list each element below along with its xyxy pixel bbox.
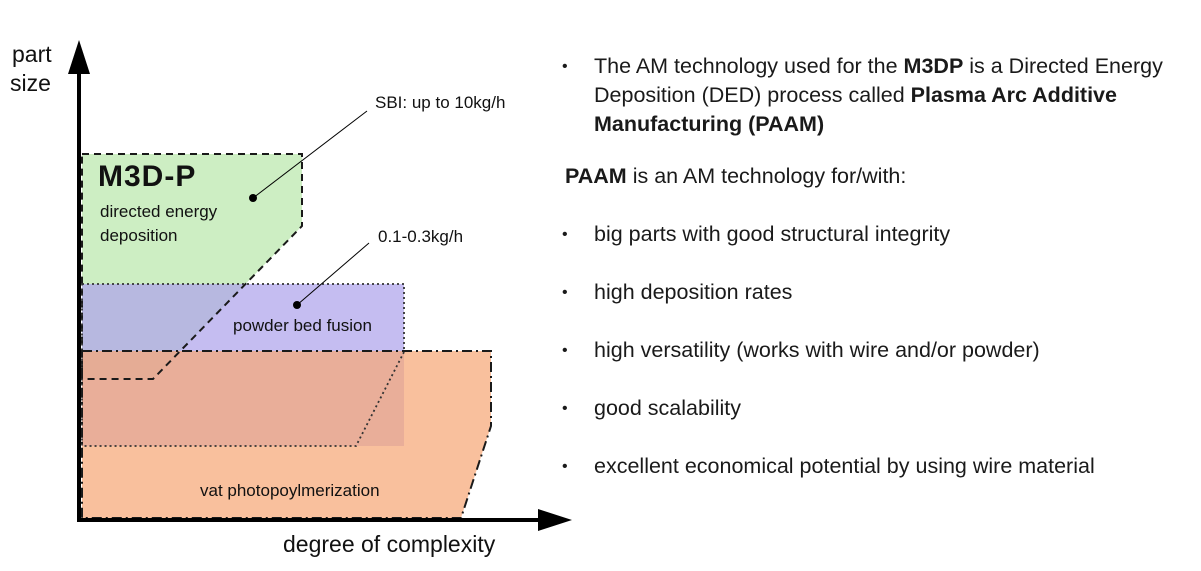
vat-region-outline <box>81 350 492 519</box>
powder-callout-dot <box>293 301 301 309</box>
x-axis-label: degree of complexity <box>283 531 496 557</box>
feature-bullet: • high deposition rates <box>562 278 1192 307</box>
sbi-callout-text: SBI: up to 10kg/h <box>375 93 505 112</box>
am-technology-diagram: part size degree of complexity M3D-P dir… <box>10 40 572 557</box>
intro-text: The AM technology used for the M3DP is a… <box>594 52 1192 139</box>
bullet-dot: • <box>562 284 568 301</box>
x-axis-arrow <box>538 509 572 531</box>
bullet-dot: • <box>562 458 568 475</box>
bullet-dot: • <box>562 58 568 75</box>
powder-callout-text: 0.1-0.3kg/h <box>378 227 463 246</box>
y-axis-arrow <box>68 40 90 74</box>
m3dp-logo: M3D-P <box>98 160 196 193</box>
feature-bullet: • big parts with good structural integri… <box>562 220 1192 249</box>
intro-m3dp: M3DP <box>903 54 964 78</box>
intro-paam-full: Plasma Arc Additive Manufacturing (PAAM) <box>594 83 1117 136</box>
sbi-callout-line <box>252 110 368 199</box>
vat-region <box>82 351 491 518</box>
sbi-callout-dot <box>249 194 257 202</box>
paam-heading-rest: is an AM technology for/with: <box>626 164 907 188</box>
paam-heading-bold: PAAM <box>565 164 627 188</box>
feature-bullet: • excellent economical potential by usin… <box>562 452 1192 481</box>
feature-text: big parts with good structural integrity <box>594 222 951 246</box>
y-axis-label-line1: part <box>12 41 52 67</box>
powder-callout-line <box>296 242 370 306</box>
description-panel: • The AM technology used for the M3DP is… <box>562 52 1192 481</box>
bullet-dot: • <box>562 342 568 359</box>
intro-part2: is a Directed Energy Deposition (DED) pr… <box>594 54 1163 107</box>
intro-part1: The AM technology used for the <box>594 54 904 78</box>
feature-bullet: • good scalability <box>562 394 1192 423</box>
bullet-dot: • <box>562 400 568 417</box>
ded-label-line2: deposition <box>100 226 178 245</box>
intro-bullet: • The AM technology used for the M3DP is… <box>562 52 1192 139</box>
pbf-label: powder bed fusion <box>233 316 372 335</box>
vat-label: vat photopoylmerization <box>200 481 380 500</box>
paam-heading: PAAM is an AM technology for/with: <box>562 162 1192 191</box>
feature-text: good scalability <box>594 396 742 420</box>
feature-text: excellent economical potential by using … <box>594 454 1095 478</box>
feature-bullet: • high versatility (works with wire and/… <box>562 336 1192 365</box>
feature-text: high deposition rates <box>594 280 793 304</box>
y-axis-label-line2: size <box>10 70 51 96</box>
ded-label-line1: directed energy <box>100 202 218 221</box>
feature-text: high versatility (works with wire and/or… <box>594 338 1040 362</box>
pbf-region-outline <box>81 283 405 447</box>
bullet-dot: • <box>562 226 568 243</box>
ded-region-outline <box>81 153 303 380</box>
